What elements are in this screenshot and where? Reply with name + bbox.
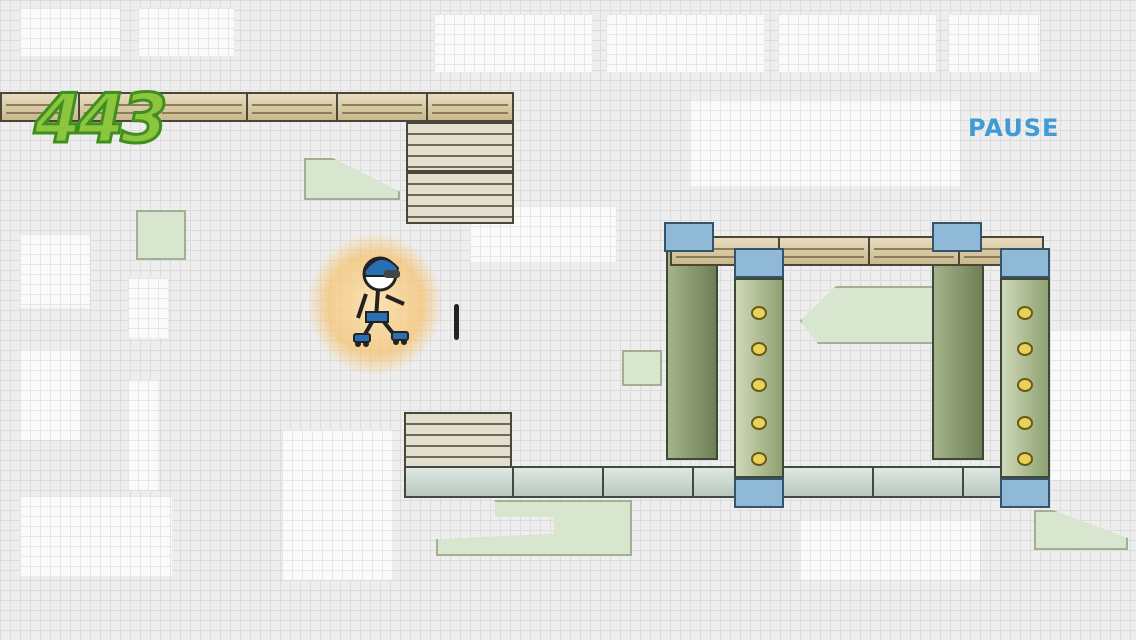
background-block [282,430,392,580]
crate [406,172,514,224]
gate-pillar-back [666,246,718,460]
background-block [434,14,592,72]
score-counter: 443 [33,80,170,159]
background-block [800,520,980,580]
bolt-icon [751,416,767,430]
beam-platform [426,92,514,122]
pillar-cap [734,248,784,278]
gate-pillar [734,278,784,478]
floor-segment [404,466,514,498]
background-block [1040,330,1130,480]
crate [406,122,514,172]
pillar-cap [664,222,714,252]
crate [404,412,512,468]
bolt-icon [1017,452,1033,466]
floor-segment [602,466,694,498]
gate-pillar-back [932,246,984,460]
bolt-icon [1017,342,1033,356]
gate-pillar [1000,278,1050,478]
gate-beam [778,236,870,266]
background-block [128,278,168,338]
speed-marker [454,304,459,340]
background-block [128,380,158,490]
beam-platform [336,92,428,122]
floor-segment [782,466,874,498]
floor-segment [872,466,964,498]
background-block [138,8,234,56]
bolt-icon [751,452,767,466]
beam-platform [0,92,80,122]
beam-platform [246,92,338,122]
pillar-cap [734,478,784,508]
skater-stickman-icon [307,232,443,376]
bolt-icon [751,306,767,320]
pillar-cap [1000,248,1050,278]
bolt-icon [751,378,767,392]
background-block [20,234,90,308]
bolt-icon [1017,378,1033,392]
ghost-step [622,350,662,386]
ghost-block [136,210,186,260]
background-block [606,14,764,72]
background-block [20,350,80,440]
background-block [948,14,1040,72]
background-block [778,14,936,72]
pillar-cap [1000,478,1050,508]
bolt-icon [751,342,767,356]
beam-platform [156,92,248,122]
background-block [20,496,172,576]
bolt-icon [1017,416,1033,430]
background-block [690,100,960,186]
floor-segment [512,466,604,498]
background-block [20,8,120,56]
player-character [300,228,450,380]
pause-button[interactable]: PAUSE [968,114,1060,142]
bolt-icon [1017,306,1033,320]
pillar-cap [932,222,982,252]
